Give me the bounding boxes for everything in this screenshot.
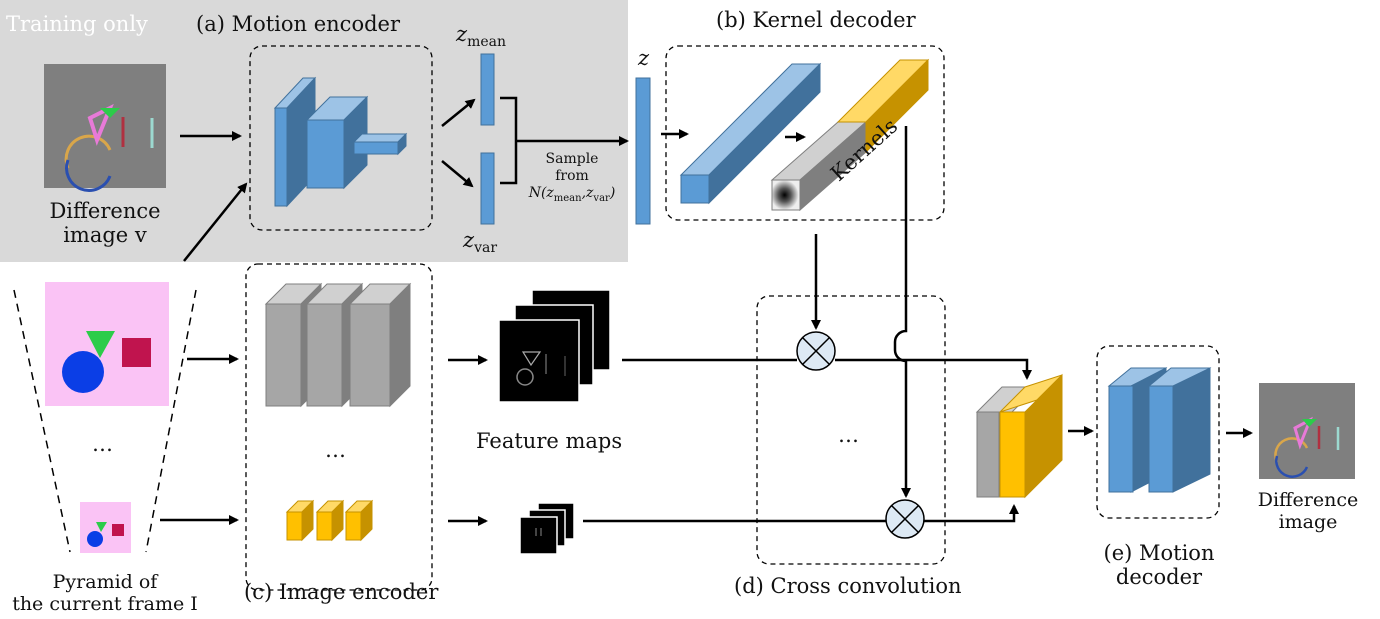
pyramid-label: Pyramid of the current frame I bbox=[0, 571, 210, 615]
feature-maps-small bbox=[519, 502, 575, 555]
image-encoder-yellow-block-3 bbox=[344, 499, 374, 542]
pyramid-line2: the current frame I bbox=[12, 593, 198, 615]
z-var-symbol: z bbox=[463, 228, 475, 252]
motion-decoder-box bbox=[1096, 345, 1220, 519]
difference-image-v-line2: image v bbox=[63, 223, 147, 247]
feature-maps-large bbox=[498, 289, 611, 403]
sample-line1: Sample bbox=[545, 151, 599, 167]
motion-decoder-label: (e) Motion decoder bbox=[1092, 541, 1226, 589]
cross-conv-operator-bottom bbox=[885, 499, 925, 539]
image-encoder-box bbox=[245, 263, 433, 591]
pyramid-right-edge bbox=[145, 289, 197, 553]
sample-line2: from bbox=[555, 168, 589, 184]
cross-conv-operator-top bbox=[796, 331, 836, 371]
motion-encoder-block-medium bbox=[305, 95, 369, 190]
z-var-label: zvar bbox=[463, 228, 497, 260]
z-mean-bar bbox=[480, 53, 495, 126]
cross-convolution-box bbox=[756, 295, 946, 565]
output-image-label: Difference image bbox=[1246, 489, 1370, 533]
kernel-decoder-gray-block bbox=[770, 120, 868, 212]
motion-encoder-block-small bbox=[352, 132, 408, 156]
output-image-line2: image bbox=[1278, 511, 1338, 533]
difference-image-v bbox=[44, 64, 166, 192]
pyramid-ellipsis: … bbox=[92, 432, 113, 456]
output-image-line1: Difference bbox=[1257, 489, 1359, 511]
kernel-decoder-long-block bbox=[679, 62, 822, 205]
image-encoder-label: (c) Image encoder bbox=[244, 580, 439, 604]
z-mean-subscript: mean bbox=[467, 34, 507, 51]
sample-label: Sample from N(zmean,zvar) bbox=[512, 151, 632, 207]
image-encoder-ellipsis: … bbox=[325, 438, 346, 462]
z-bar bbox=[635, 77, 651, 225]
pyramid-frame-small bbox=[80, 502, 131, 553]
sample-n: N(z bbox=[528, 185, 554, 201]
kernel-decoder-yellow-block bbox=[836, 58, 930, 154]
kernel-decoder-label: (b) Kernel decoder bbox=[716, 8, 916, 32]
sample-sub2: var bbox=[593, 192, 610, 204]
difference-image-v-line1: Difference bbox=[49, 199, 161, 223]
z-mean-label: zmean bbox=[456, 22, 506, 54]
pyramid-frame-large bbox=[45, 282, 169, 406]
z-label: z bbox=[638, 46, 650, 70]
sample-line3: N(zmean,zvar) bbox=[512, 185, 632, 207]
cross-convolution-label: (d) Cross convolution bbox=[734, 574, 962, 598]
pyramid-line1: Pyramid of bbox=[52, 571, 158, 593]
motion-decoder-block-2 bbox=[1147, 367, 1212, 493]
image-encoder-yellow-block-2 bbox=[315, 499, 345, 542]
output-difference-image bbox=[1259, 383, 1355, 479]
training-only-label: Training only bbox=[6, 12, 148, 36]
z-var-subscript: var bbox=[474, 240, 498, 257]
motion-decoder-line1: (e) Motion bbox=[1103, 541, 1215, 565]
flow-arrows bbox=[160, 98, 1253, 526]
concat-feature-block bbox=[975, 373, 1063, 499]
sample-mid: ,z bbox=[581, 185, 594, 201]
z-mean-symbol: z bbox=[456, 22, 468, 46]
feature-maps-label: Feature maps bbox=[476, 429, 623, 453]
kernel-decoder-box bbox=[665, 45, 945, 221]
difference-image-v-label: Difference image v bbox=[40, 199, 170, 247]
motion-encoder-box bbox=[249, 45, 433, 231]
sample-end: ) bbox=[609, 185, 616, 201]
image-encoder-yellow-block-1 bbox=[285, 499, 315, 542]
image-encoder-gray-block-3 bbox=[348, 282, 412, 408]
motion-decoder-line2: decoder bbox=[1115, 565, 1203, 589]
pyramid-left-edge bbox=[13, 289, 71, 553]
motion-encoder-label: (a) Motion encoder bbox=[196, 12, 400, 36]
z-var-bar bbox=[480, 152, 495, 225]
cross-conv-ellipsis: … bbox=[838, 423, 859, 447]
sample-sub1: mean bbox=[553, 192, 582, 204]
